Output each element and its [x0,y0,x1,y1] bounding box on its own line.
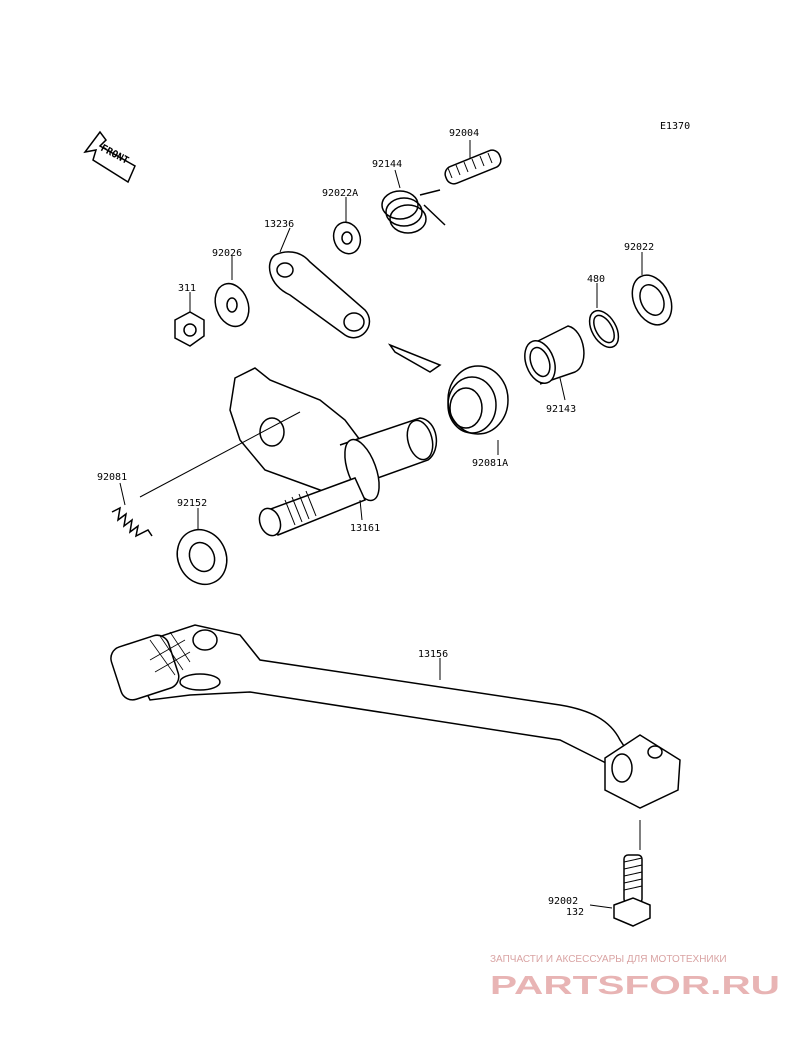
front-arrow-icon: FRONT [83,130,136,184]
spring-92144 [381,169,446,234]
label-92081A: 92081A [472,458,508,469]
label-92022: 92022 [624,242,654,253]
label-92022A: 92022A [322,188,358,199]
washer-92026 [214,256,250,328]
label-92026: 92026 [212,248,242,259]
circlip-480 [588,283,620,349]
label-480: 480 [587,274,605,285]
bolt-92002 [589,820,651,927]
label-92081: 92081 [97,472,127,483]
return-spring-92081A [387,343,509,455]
label-13236: 13236 [264,219,294,230]
washer-92022A [332,197,362,255]
watermark-brand: PARTSFOR.RU [490,970,780,1000]
lever-13236 [268,227,371,339]
shift-shaft-13161 [229,367,438,537]
collar-92143 [524,325,585,401]
label-92144: 92144 [372,159,402,170]
label-13161: 13161 [350,523,380,534]
spring-92081 [111,482,153,538]
washer-92022 [631,252,673,326]
watermark: ЗАПЧАСТИ И АКСЕССУАРЫ ДЛЯ МОТОТЕХНИКИ PA… [490,954,780,1000]
diagram-code: E1370 [660,121,690,132]
label-92143: 92143 [546,404,576,415]
label-92002: 92002 [548,896,578,907]
label-13156: 13156 [418,649,448,660]
label-132: 132 [566,907,584,918]
shift-pedal-13156 [110,624,681,809]
oil-seal-92152 [176,508,228,586]
set-screw-92004 [444,140,502,185]
label-311: 311 [178,283,196,294]
watermark-tagline: ЗАПЧАСТИ И АКСЕССУАРЫ ДЛЯ МОТОТЕХНИКИ [490,954,727,965]
nut-311 [174,292,205,347]
label-92004: 92004 [449,128,479,139]
leader-92081 [139,411,301,498]
label-92152: 92152 [177,498,207,509]
